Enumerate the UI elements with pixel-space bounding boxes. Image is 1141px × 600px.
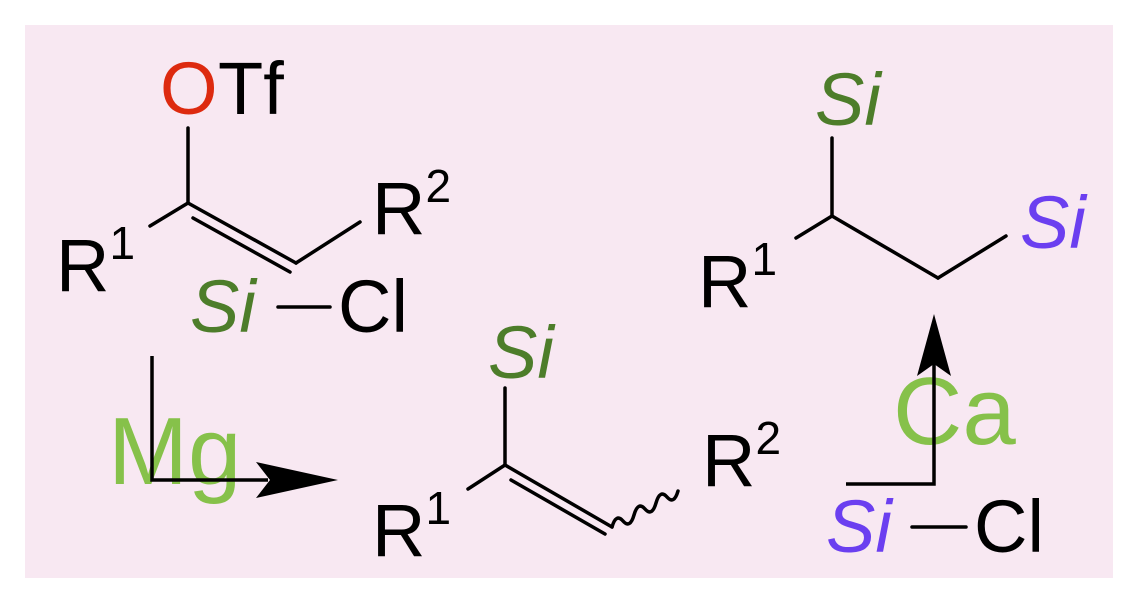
alkene-bond-outer [186,201,298,265]
c-si-purple-bond [936,234,1008,280]
wavy-bond [610,489,680,529]
alkene-bond-inner [191,216,292,274]
silicon-purple: Si [1020,181,1088,264]
alkene-bond-outer [503,463,614,529]
arrow-head [917,314,951,376]
vinylsilane: Si R1 R2 [372,311,781,572]
arrow-shaft [150,356,268,482]
c-r1-bond [794,214,834,240]
calcium-reagent: Ca [893,358,1016,465]
r2-substituent: R2 [702,412,781,502]
silyl-chloride-green: Si Cl [190,265,408,348]
bis-silane-product: Si R1 Si [698,58,1088,323]
scheme-background [25,25,1113,578]
c-r2-bond [294,220,362,265]
triflate-group: Tf [218,47,284,130]
magnesium-reagent: Mg [108,398,241,505]
chlorine-atom: Cl [338,265,408,348]
r1-substituent: R1 [372,482,451,572]
alkene-bond-inner [509,478,607,536]
arrow-shaft [846,362,936,486]
chlorine-atom: Cl [974,485,1044,568]
magnesium-arrow: Mg [108,356,338,505]
r2-substituent: R2 [372,160,451,250]
c-r1-bond [148,201,190,228]
oxygen-atom: O [160,47,218,130]
calcium-arrow: Ca [846,314,1016,486]
arrow-head [256,462,338,498]
silyl-chloride-purple: Si Cl [826,485,1044,568]
silicon-purple: Si [826,485,894,568]
silicon-green: Si [815,58,883,141]
r1-substituent: R1 [56,217,135,307]
c-c-bond [830,214,940,280]
enol-triflate: O Tf R1 R2 [56,47,451,307]
silicon-green: Si [488,311,556,394]
r1-substituent: R1 [698,233,777,323]
silicon-green: Si [190,265,258,348]
c-r1-bond [466,463,507,491]
